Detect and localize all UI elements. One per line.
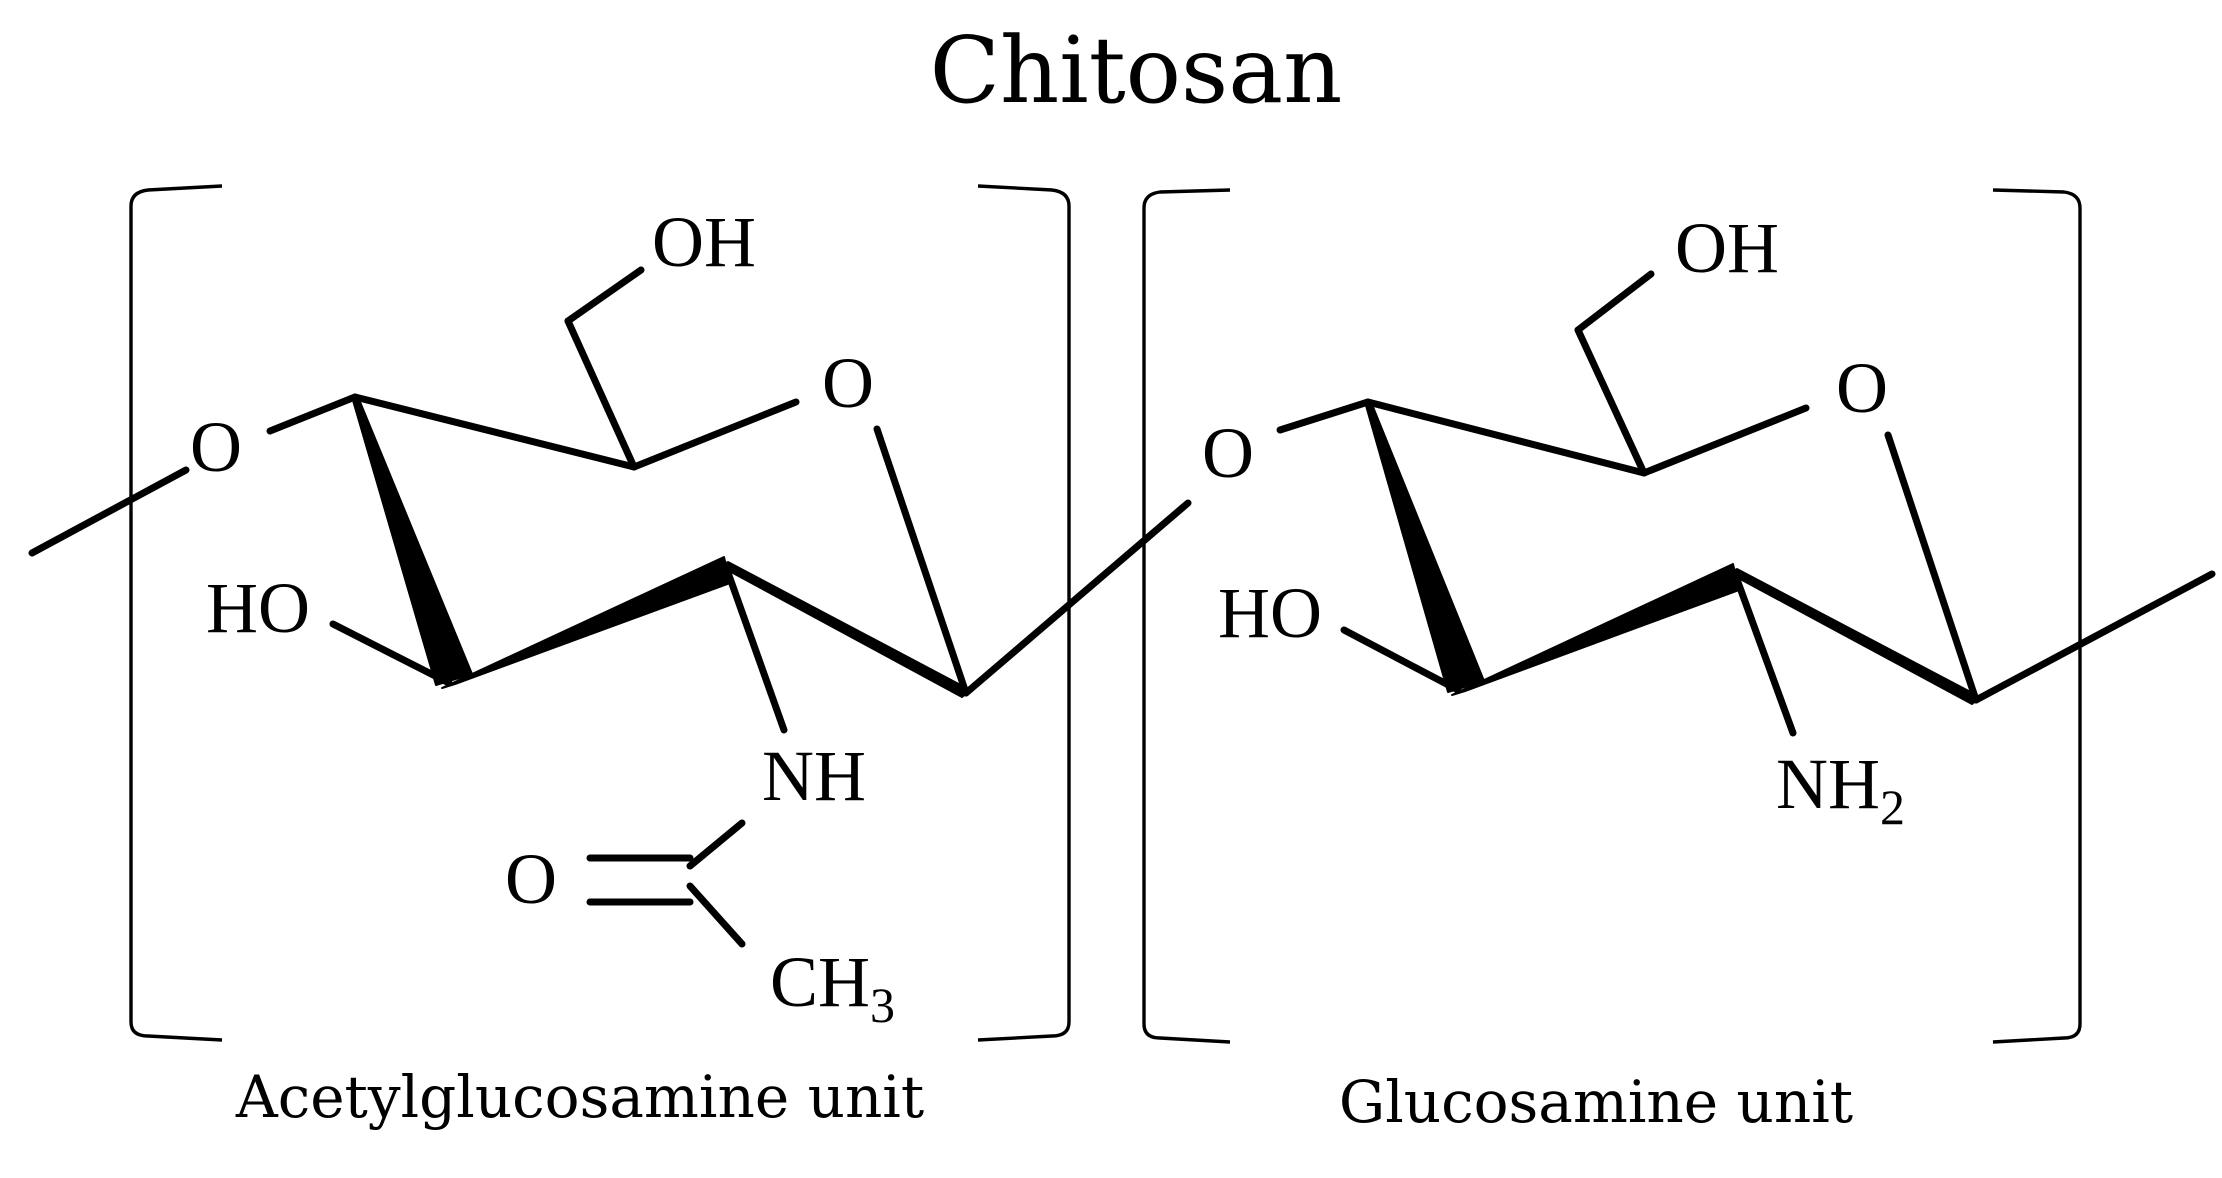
right-unit-close-bracket — [1992, 188, 2082, 1044]
wedge-bond-c2-c1 — [1728, 568, 1981, 705]
ring-bond-c5-o — [1640, 404, 1810, 477]
carbonyl-methyl-bond — [686, 882, 746, 948]
c4-oxygen-bond — [266, 393, 359, 435]
glycosidic-oxygen-label: O — [190, 407, 242, 487]
diagram-title: Chitosan — [930, 17, 1343, 124]
left-unit-open-bracket — [129, 184, 223, 1042]
c3-hydroxyl-bond — [1340, 626, 1462, 694]
ch2-oh-bond — [1574, 270, 1655, 334]
chain-bond-left — [28, 466, 190, 557]
methyl-label: CH — [770, 942, 870, 1022]
ring-bond-o-c1 — [1884, 431, 1980, 704]
carbonyl-oxygen-label: O — [505, 839, 557, 919]
c5-ch2-bond — [1574, 326, 1648, 477]
amine-subscript: 2 — [1880, 779, 1905, 835]
c4-oxygen-bond — [1276, 398, 1372, 434]
right-unit-open-bracket — [1142, 188, 1231, 1044]
ring-bond-c4-c5 — [1364, 398, 1648, 477]
amide-nh-label: NH — [762, 736, 866, 816]
c2-nh-bond — [722, 563, 788, 734]
ring-bond-c5-o — [630, 398, 800, 471]
wedge-bond-c2-c1 — [719, 561, 971, 698]
c2-nh2-bond — [1731, 570, 1797, 737]
methyl-subscript: 3 — [870, 977, 895, 1033]
c5-ch2-bond — [564, 317, 638, 471]
glycosidic-bridge-bond — [962, 499, 1192, 697]
glucosamine-caption: Glucosamine unit — [1339, 1068, 1853, 1136]
ring-bond-c4-c5 — [351, 393, 638, 471]
ring-bond-o-c1 — [873, 425, 970, 697]
ring-oxygen-label: O — [1836, 348, 1888, 428]
glycosidic-oxygen-label: O — [1202, 413, 1254, 493]
c3-hydroxyl-bond — [329, 620, 453, 687]
methyl-group-label: CH3 — [770, 942, 895, 1033]
hydroxymethyl-oh-label: OH — [1675, 208, 1779, 288]
hydroxyl-ho-label: HO — [1218, 573, 1322, 653]
glucosamine-unit: OH O O HO NH2 Glucosamine unit — [1202, 208, 2216, 1136]
hydroxyl-ho-label: HO — [206, 568, 310, 648]
wedge-bond-c3-c2 — [441, 556, 731, 689]
wedge-bond-c3-c2 — [1451, 563, 1740, 696]
acetylglucosamine-caption: Acetylglucosamine unit — [235, 1063, 924, 1131]
acetylglucosamine-unit: OH O O HO NH O CH3 Acetylglucosamine uni… — [28, 202, 1192, 1131]
ring-oxygen-label: O — [822, 343, 874, 423]
hydroxymethyl-oh-label: OH — [652, 202, 756, 282]
ch2-oh-bond — [564, 266, 645, 325]
amine-group-label: NH2 — [1776, 744, 1905, 835]
nh-carbonyl-bond — [686, 819, 746, 870]
amine-label: NH — [1776, 744, 1880, 824]
left-unit-close-bracket — [977, 184, 1071, 1042]
chain-bond-right — [1972, 570, 2216, 704]
